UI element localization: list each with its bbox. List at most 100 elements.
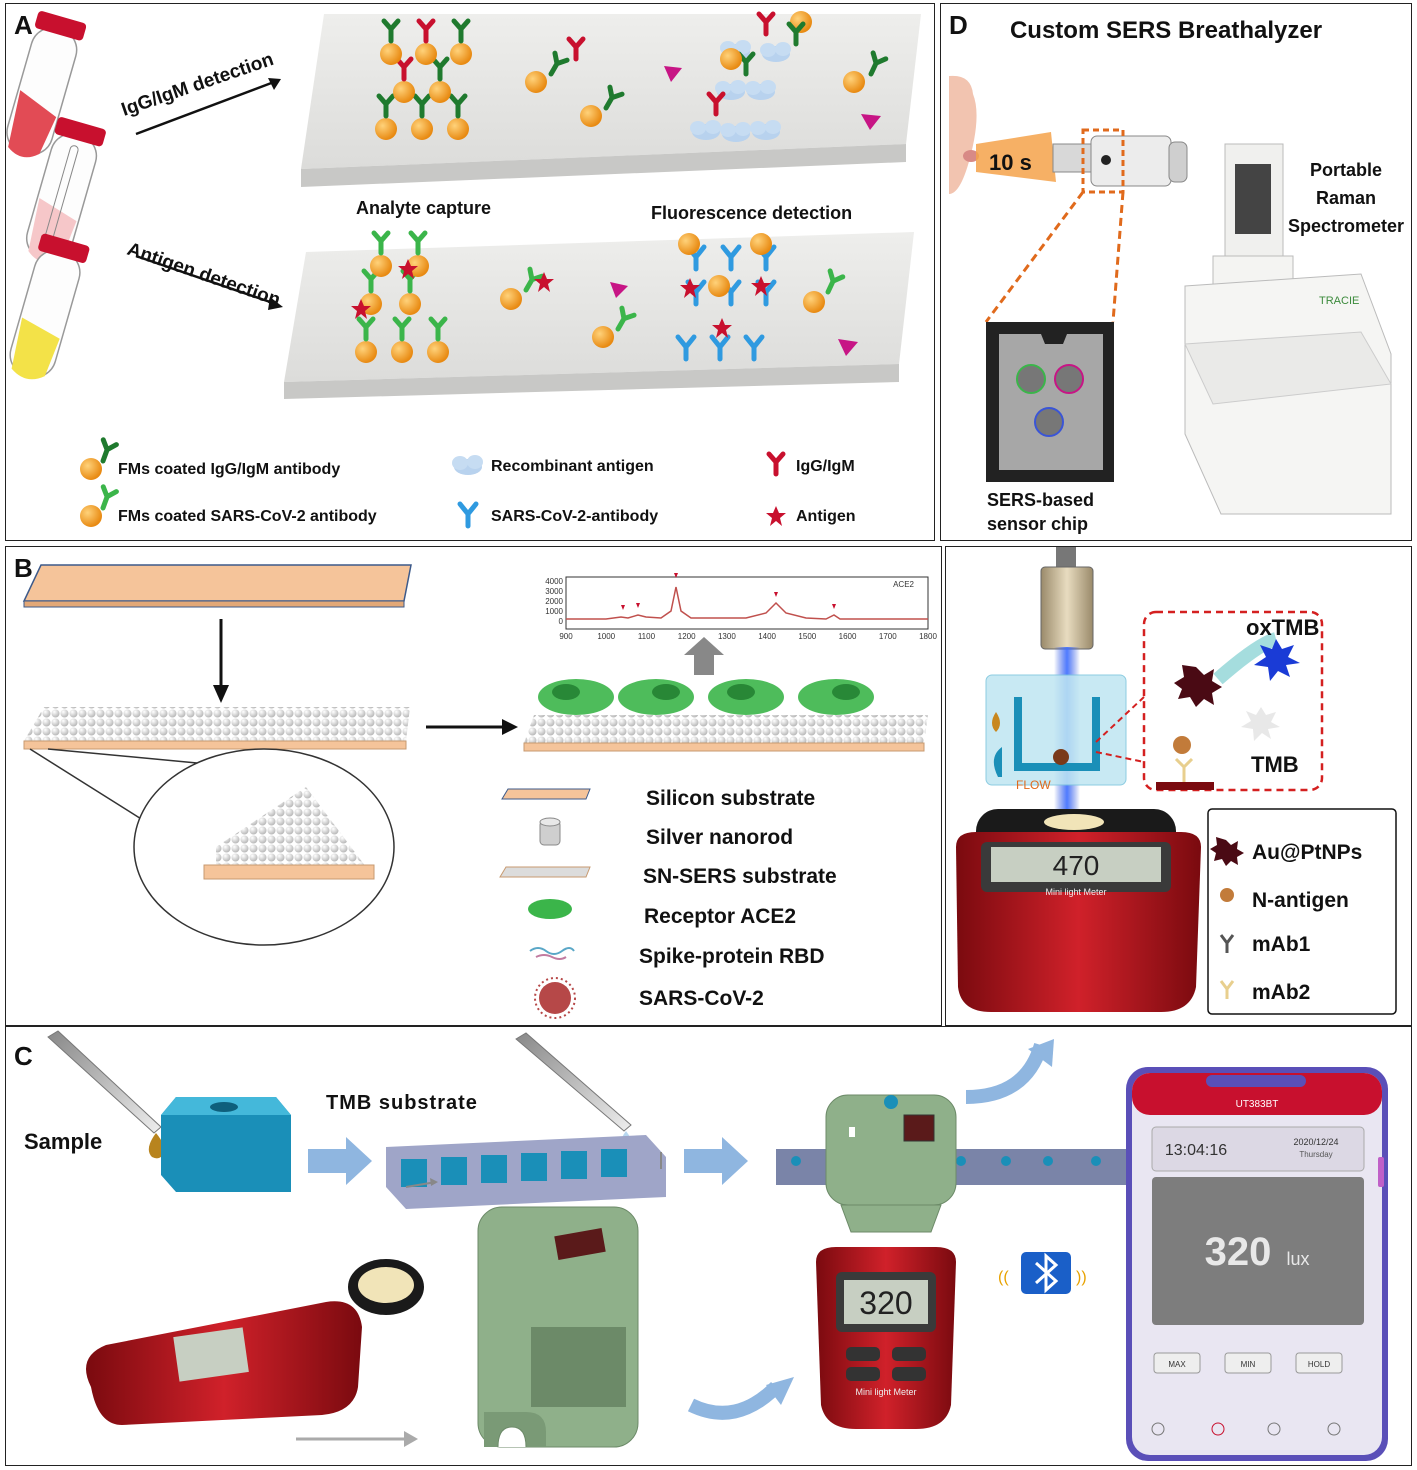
legend-silver-nanorod: Silver nanorod bbox=[646, 826, 793, 849]
face-icon bbox=[949, 75, 979, 194]
legend-ace2-icon bbox=[528, 899, 572, 919]
panel-a-illustration: IgG/IgM detection Antigen detection bbox=[6, 11, 921, 540]
legend-item-igg-igm: IgG/IgM bbox=[769, 454, 855, 475]
spectrum-x-tick: 1000 bbox=[597, 632, 615, 641]
panel-e-illustration: FLOW oxTMB TMB bbox=[956, 547, 1397, 1015]
legend-silver-nanorod-icon bbox=[539, 817, 561, 846]
light-source bbox=[1040, 547, 1094, 650]
nav-clock-icon[interactable] bbox=[1267, 1422, 1281, 1436]
phone-min-button[interactable]: MIN bbox=[1224, 1352, 1272, 1374]
spectrum-x-tick: 1600 bbox=[839, 632, 857, 641]
spectrum-x-tick: 1400 bbox=[758, 632, 776, 641]
breath-timer: 10 s bbox=[989, 150, 1032, 175]
pipette-1-icon bbox=[47, 1030, 162, 1134]
arrow-2 bbox=[684, 1137, 748, 1185]
svg-text:Antigen: Antigen bbox=[796, 508, 856, 525]
spectrometer-label-2: Raman bbox=[1316, 188, 1376, 208]
legend-item-recombinant-antigen: Recombinant antigen bbox=[452, 455, 654, 475]
legend-au-ptnps: Au@PtNPs bbox=[1252, 841, 1362, 864]
spectrum-y-tick: 3000 bbox=[545, 587, 563, 596]
panel-b-legend: Silicon substrate Silver nanorod SN-SERS… bbox=[499, 787, 837, 1019]
chip-label-line1: SERS-based bbox=[987, 490, 1094, 510]
flow-cell: FLOW bbox=[985, 674, 1127, 792]
panel-e-legend: Au@PtNPs N-antigen mAb1 mAb2 bbox=[1207, 808, 1397, 1015]
silicon-substrate bbox=[22, 564, 412, 608]
spectrum-x-tick: 1200 bbox=[678, 632, 696, 641]
sample-cartridge bbox=[161, 1097, 291, 1192]
spectrum-x-tick: 1100 bbox=[638, 632, 656, 641]
breath-flow: 10 s bbox=[976, 132, 1056, 182]
light-meter-e: 470 Mini light Meter bbox=[956, 809, 1201, 1012]
spectrum-x-tick: 1500 bbox=[798, 632, 816, 641]
legend-item-antigen: Antigen bbox=[766, 506, 856, 526]
svg-text:Recombinant antigen: Recombinant antigen bbox=[491, 458, 654, 475]
phone-weekday: Thursday bbox=[1299, 1150, 1332, 1159]
tmb-star bbox=[1241, 707, 1280, 741]
panel-a-legend: FMs coated IgG/IgM antibody FMs coated S… bbox=[80, 440, 856, 527]
panel-c-label: C bbox=[14, 1041, 33, 1071]
phone-max-button[interactable]: MAX bbox=[1153, 1352, 1201, 1374]
sers-sensor-chip bbox=[986, 322, 1114, 482]
nav-home-icon[interactable] bbox=[1151, 1422, 1165, 1436]
panel-b: B bbox=[5, 546, 942, 1026]
curved-arrow-right bbox=[687, 1381, 781, 1420]
legend-mab1: mAb1 bbox=[1252, 933, 1311, 956]
panel-e: FLOW oxTMB TMB bbox=[945, 546, 1412, 1026]
phone-nav-bar bbox=[1151, 1422, 1341, 1436]
curved-arrow-up bbox=[965, 1042, 1048, 1104]
svg-text:MAX: MAX bbox=[1168, 1360, 1186, 1369]
spectrum-y-tick: 0 bbox=[559, 617, 564, 626]
n-antigen-legend-icon bbox=[1220, 888, 1234, 902]
spectrum-title: ACE2 bbox=[893, 580, 914, 589]
legend-spike-rbd-icon bbox=[529, 947, 575, 960]
legend-sn-sers-icon bbox=[499, 866, 591, 878]
spectrometer-label-1: Portable bbox=[1310, 160, 1382, 180]
phone-hold-button[interactable]: HOLD bbox=[1295, 1352, 1343, 1374]
svg-text:((: (( bbox=[998, 1269, 1009, 1286]
spectrum-line bbox=[566, 586, 928, 620]
reader-housing bbox=[477, 1206, 639, 1448]
phone-app-name: UT383BT bbox=[1236, 1099, 1279, 1110]
swab-tube-icon bbox=[9, 233, 90, 380]
oxtmb-label: oxTMB bbox=[1246, 615, 1319, 640]
spectrum-x-tick: 1300 bbox=[718, 632, 736, 641]
legend-spike-protein-rbd: Spike-protein RBD bbox=[639, 945, 825, 968]
spectrum-x-tick: 1800 bbox=[919, 632, 937, 641]
tmb-substrate-label: TMB substrate bbox=[326, 1092, 478, 1114]
au-ptnp-particle bbox=[1174, 665, 1222, 707]
raman-spectrometer: TRACIE bbox=[1184, 143, 1392, 515]
sample-label: Sample bbox=[24, 1129, 102, 1154]
legend-item-fms-sars: FMs coated SARS-CoV-2 antibody bbox=[80, 487, 377, 527]
sample-drop-icon bbox=[148, 1133, 165, 1159]
legend-n-antigen: N-antigen bbox=[1252, 889, 1349, 912]
nav-settings-icon[interactable] bbox=[1327, 1422, 1341, 1436]
spectrum-x-tick: 900 bbox=[559, 632, 573, 641]
spectrometer-label-3: Spectrometer bbox=[1288, 216, 1404, 236]
legend-item-sars-antibody: SARS-CoV-2-antibody bbox=[460, 504, 658, 526]
nav-history-icon[interactable] bbox=[1211, 1422, 1225, 1436]
breathalyzer-title: Custom SERS Breathalyzer bbox=[1010, 17, 1322, 44]
svg-text:SARS-CoV-2-antibody: SARS-CoV-2-antibody bbox=[491, 508, 658, 525]
panel-d-label: D bbox=[949, 10, 968, 40]
phone-date: 2020/12/24 bbox=[1293, 1137, 1338, 1147]
legend-item-fms-igg: FMs coated IgG/IgM antibody bbox=[80, 440, 340, 480]
spectrum-peak-markers bbox=[621, 573, 836, 610]
legend-receptor-ace2: Receptor ACE2 bbox=[644, 905, 796, 928]
panel-b-label: B bbox=[14, 553, 33, 583]
mab1-legend-icon bbox=[1219, 934, 1235, 953]
reaction-zoom-box: oxTMB TMB bbox=[1095, 610, 1324, 792]
svg-text:FMs coated SARS-CoV-2 antibody: FMs coated SARS-CoV-2 antibody bbox=[118, 508, 377, 525]
igg-test-strip bbox=[301, 11, 921, 187]
spectrum-y-tick: 2000 bbox=[545, 597, 563, 606]
pipette-2-icon bbox=[515, 1032, 633, 1150]
mab2-legend-icon bbox=[1219, 980, 1235, 999]
au-ptnp-legend-icon bbox=[1210, 837, 1244, 866]
light-meter-c: 320 Mini light Meter bbox=[816, 1247, 956, 1429]
meter-e-reading: 470 bbox=[1053, 850, 1100, 881]
svg-text:)): )) bbox=[1076, 1269, 1087, 1286]
meter-e-caption: Mini light Meter bbox=[1045, 887, 1106, 897]
